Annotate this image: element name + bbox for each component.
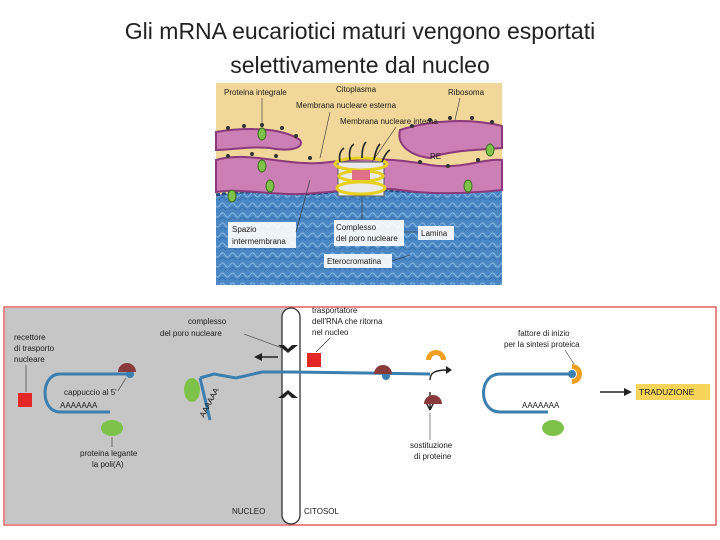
label-recettore-2: di trasporto <box>14 344 55 353</box>
integral-proteins <box>227 127 495 203</box>
nuclear-transport-receptor <box>18 393 32 407</box>
label-trasportatore-2: dell'RNA che ritorna <box>312 317 383 326</box>
label-fattore-2: per la sintesi proteica <box>504 340 580 349</box>
label-trasportatore-1: trasportatore <box>312 306 358 315</box>
pore-basket-bottom <box>278 390 298 398</box>
er-cisterna-left <box>215 128 302 152</box>
label-complesso-poro-1: complesso <box>188 317 227 326</box>
polyA-binding-protein-right <box>542 420 564 436</box>
label-fattore-1: fattore di inizio <box>518 329 570 338</box>
mrna-nuclear <box>43 372 130 414</box>
slide-title-line-2: selettivamente dal nucleo <box>230 52 490 78</box>
label-complesso-1: Complesso <box>336 223 377 232</box>
label-cappuccio: cappuccio al 5' <box>64 388 117 397</box>
nucleus-background <box>5 308 291 524</box>
cap-binding-protein-cytosol <box>374 365 392 374</box>
label-proteina-legante-2: la poli(A) <box>92 460 124 469</box>
cap-binding-protein-left <box>118 363 136 372</box>
label-sostituzione-2: di proteine <box>414 452 452 461</box>
label-eterocromatina: Eterocromatina <box>327 257 382 266</box>
eterocromatina-label-box <box>324 254 392 268</box>
translation-arrowhead <box>624 388 632 396</box>
nuclear-pore-complex <box>333 141 391 197</box>
top-label-leaders <box>261 97 461 163</box>
label-lamina: Lamina <box>421 229 448 238</box>
label-recettore-1: recettore <box>14 333 46 342</box>
complesso-label-box <box>334 220 404 246</box>
spazio-label-box <box>228 222 296 248</box>
mrna-cytosol <box>482 372 572 414</box>
returning-rna-transporter <box>307 353 321 367</box>
ribosome-dots <box>226 116 494 168</box>
label-polyA-right: AAAAAAA <box>522 401 560 410</box>
translation-box <box>636 384 710 400</box>
cap-binding-protein-released <box>424 395 442 404</box>
er-cisterna-right <box>398 120 503 160</box>
mrna-polyA-tail-pore <box>198 377 212 421</box>
label-citoplasma: Citoplasma <box>336 85 377 94</box>
label-spazio-2: intermembrana <box>232 237 286 246</box>
label-spazio-1: Spazio <box>232 225 257 234</box>
nuclear-pore-wall <box>281 307 301 525</box>
label-trasportatore-3: nel nucleo <box>312 328 349 337</box>
label-recettore-3: nucleare <box>14 355 45 364</box>
label-citosol: CITOSOL <box>304 507 340 516</box>
initiation-factor-incoming <box>426 350 446 360</box>
label-membrana-esterna: Membrana nucleare esterna <box>296 101 397 110</box>
label-ribosoma: Ribosoma <box>448 88 485 97</box>
polyA-binding-protein-left <box>101 420 123 436</box>
top-label-leaders-bottom <box>295 179 418 262</box>
pore-basket-top <box>278 345 298 353</box>
label-nucleo: NUCLEO <box>232 507 265 516</box>
label-polyA-left: AAAAAAA <box>60 401 98 410</box>
cap-5prime-right <box>568 370 576 378</box>
slide-title-line-1: Gli mRNA eucariotici maturi vengono espo… <box>124 18 596 44</box>
label-re: RE <box>430 152 441 161</box>
label-complesso-poro-2: del poro nucleare <box>160 329 222 338</box>
label-traduzione: TRADUZIONE <box>639 387 695 397</box>
nuclear-pore-channel <box>284 364 298 392</box>
label-complesso-2: del poro nucleare <box>336 234 398 243</box>
label-sostituzione-1: sostituzione <box>410 441 453 450</box>
initiation-factor-bound <box>572 364 582 384</box>
label-proteina-legante-1: proteina legante <box>80 449 138 458</box>
label-membrana-interna: Membrana nucleare interna <box>340 117 438 126</box>
return-arrowhead <box>254 353 262 361</box>
polyA-binding-protein-pore <box>184 378 200 402</box>
bottom-label-leaders <box>25 333 575 447</box>
label-proteina-integrale: Proteina integrale <box>224 88 287 97</box>
swap-arrow-in <box>429 369 449 381</box>
mrna-through-pore <box>199 370 431 380</box>
swap-arrowhead <box>446 366 452 374</box>
lamina-label-box <box>418 226 454 240</box>
